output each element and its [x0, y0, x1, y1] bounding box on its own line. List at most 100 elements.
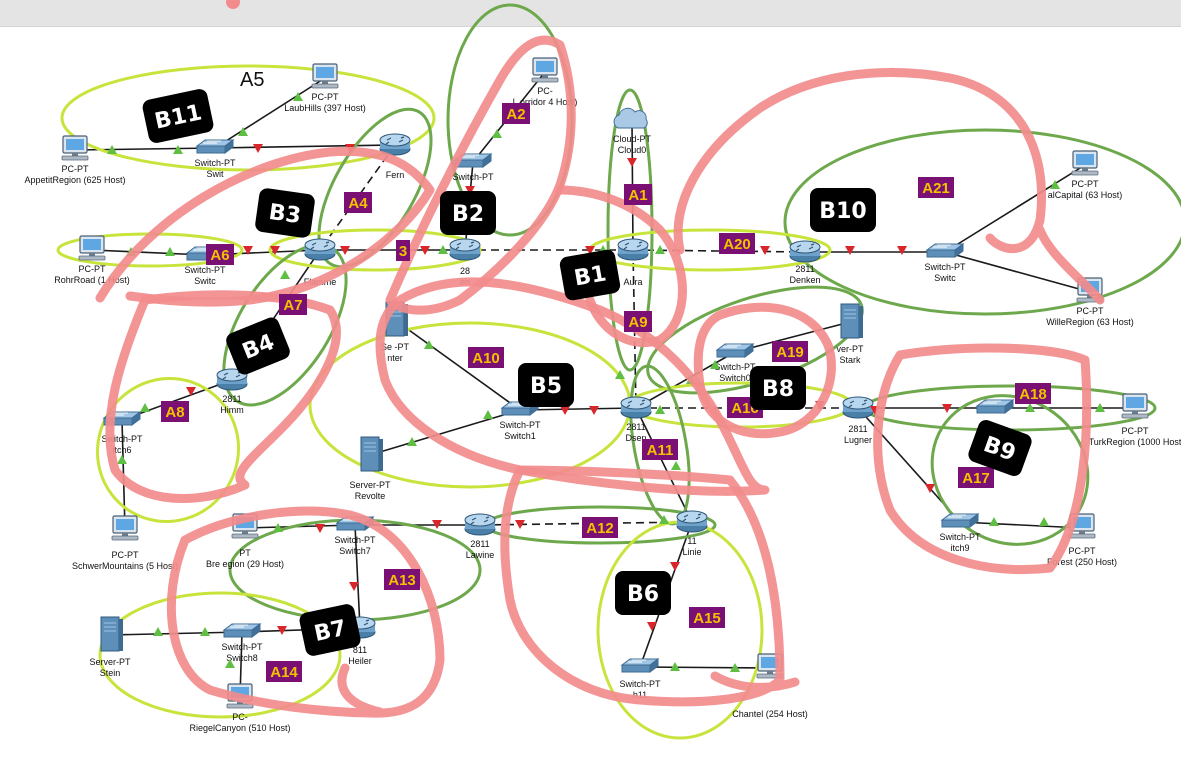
device-switch6[interactable]: Switch-PT itch6 [101, 411, 143, 455]
device-type-label: 811 [353, 645, 367, 655]
device-royal[interactable]: PC-PT alCapital (63 Host) [1048, 150, 1123, 200]
badge-b3: B3 [255, 188, 315, 238]
router-icon [464, 513, 496, 536]
link-down-arrow [315, 524, 325, 533]
device-name-label: Switch7 [339, 546, 371, 556]
device-type-label: Switch-PT [714, 362, 756, 372]
svg-text:A1: A1 [628, 187, 647, 204]
device-name-label: RiegelCanyon (510 Host) [189, 723, 290, 733]
link-down-arrow [349, 582, 359, 591]
device-switch9[interactable]: Switch-PT itch9 [939, 513, 981, 553]
cable-link [214, 144, 396, 149]
zone-ellipse [317, 107, 433, 269]
device-name-label: L orridor 4 Host) [513, 97, 578, 107]
pc-icon [78, 235, 106, 261]
device-server-center[interactable]: Se -PT nter [381, 301, 410, 363]
highlight-marker [226, 0, 240, 9]
device-name-label: Dsen [625, 433, 646, 443]
link-up-arrow [1050, 180, 1060, 189]
svg-text:B8: B8 [762, 377, 794, 402]
switch-icon [223, 623, 261, 638]
zone-ellipse [606, 88, 654, 372]
device-name-label: Stein [100, 668, 121, 678]
link-up-arrow [273, 523, 283, 532]
router-icon [620, 396, 652, 419]
device-type-label: PC-PT [1072, 179, 1100, 189]
pc-icon [311, 63, 339, 89]
tag-a17: A17 [958, 467, 994, 488]
cable-link [91, 249, 206, 256]
highlight-marker [555, 185, 687, 348]
marker-layer [95, 0, 1105, 718]
device-type-label: PC-PT [62, 164, 90, 174]
svg-text:A15: A15 [693, 610, 721, 627]
cable-link [959, 521, 1083, 529]
device-switch-b2[interactable]: Switch-PT [452, 153, 494, 182]
device-aura[interactable]: Aura [617, 238, 649, 287]
svg-text:A10: A10 [472, 350, 500, 367]
link-up-arrow [615, 370, 625, 379]
device-name-label: itch9 [950, 543, 969, 553]
device-router-center[interactable]: 2811 Dsen [620, 396, 652, 443]
device-riegel[interactable]: PC-RiegelCanyon (510 Host) [189, 683, 291, 733]
badge-b10: B10 [810, 188, 876, 232]
link-down-arrow [432, 520, 442, 529]
device-type-label: Se -PT [381, 342, 410, 352]
device-name-label: Revolte [355, 491, 386, 501]
link-down-arrow [340, 246, 350, 255]
link-up-arrow [153, 627, 163, 636]
link-up-arrow [293, 92, 303, 101]
badge-b11: B11 [142, 89, 214, 143]
badge-b6: B6 [615, 571, 671, 615]
device-switch-b6[interactable]: Switch-PT h11 [619, 658, 661, 700]
tag-a9: A9 [624, 311, 652, 332]
device-type-label: PC-PT [1122, 426, 1150, 436]
device-corridor[interactable]: PC-L orridor 4 Host) [513, 57, 578, 107]
device-switch-b9[interactable] [976, 399, 1014, 414]
highlight-marker [95, 146, 435, 307]
svg-text:B10: B10 [819, 199, 866, 224]
device-forest[interactable]: PC-PT Forest (250 Host) [1047, 513, 1117, 567]
link-down-arrow [760, 246, 770, 255]
device-chantel[interactable]: Chantel (254 Host) [732, 653, 808, 719]
router-icon [789, 240, 821, 263]
svg-text:A11: A11 [647, 442, 674, 459]
device-name-label: Aura [623, 277, 642, 287]
link-up-arrow [671, 461, 681, 470]
device-name-label: h11 [633, 690, 647, 700]
server-icon [360, 436, 384, 472]
device-name-label: Switch1 [504, 431, 536, 441]
server-icon [840, 303, 864, 339]
device-type-label: 2811 [470, 539, 489, 549]
tag-a18: A18 [1015, 383, 1051, 404]
device-type-label: Switch-PT [452, 172, 494, 182]
link-down-arrow [942, 404, 952, 413]
device-type-label: Server-PT [89, 657, 131, 667]
device-fern[interactable]: Fern [379, 133, 411, 180]
